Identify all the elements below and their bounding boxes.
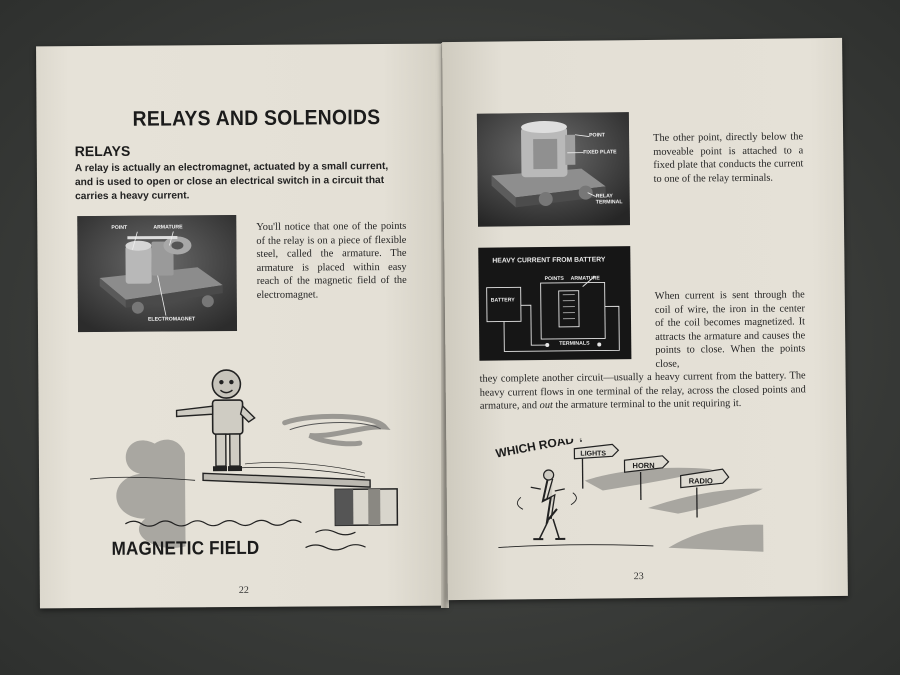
diagram-heading: HEAVY CURRENT FROM BATTERY — [492, 256, 606, 265]
label-relay-terminal: RELAY TERMINAL — [595, 193, 623, 206]
label-armature: ARMATURE — [570, 275, 600, 282]
label-point: POINT — [111, 224, 128, 231]
coil-paragraph-end: the armature terminal to the unit requir… — [552, 398, 742, 412]
label-terminals: TERMINALS — [559, 340, 590, 347]
label-fixed-plate: FIXED PLATE — [583, 149, 617, 156]
page-number-right: 23 — [633, 571, 644, 583]
left-page: RELAYS AND SOLENOIDS RELAYS A relay is a… — [36, 43, 447, 609]
open-booklet: RELAYS AND SOLENOIDS RELAYS A relay is a… — [36, 37, 850, 609]
heavy-current-diagram: HEAVY CURRENT FROM BATTERY BATTERY POINT… — [478, 246, 632, 361]
magnet-man-cartoon — [90, 369, 399, 551]
label-armature: ARMATURE — [153, 224, 183, 231]
coil-paragraph-narrow: When current is sent through the coil of… — [654, 289, 806, 370]
armature-paragraph: You'll notice that one of the points of … — [256, 220, 407, 301]
which-road-text: WHICH ROAD ? — [494, 436, 585, 460]
sign-lights: LIGHTS — [580, 450, 606, 457]
label-electromagnet: ELECTROMAGNET — [147, 316, 196, 323]
which-road-cartoon: WHICH ROAD ? LIGHTS HORN RADIO — [494, 436, 764, 552]
intro-paragraph: A relay is actually an electromagnet, ac… — [74, 160, 389, 203]
fixed-plate-photo: POINT FIXED PLATE RELAY TERMINAL — [476, 112, 631, 227]
magnetic-field-caption: MAGNETIC FIELD — [111, 537, 260, 560]
sign-horn: HORN — [632, 461, 654, 470]
fixed-plate-photo-image — [476, 112, 631, 227]
emphasis-out: out — [539, 400, 553, 412]
page-title: RELAYS AND SOLENOIDS — [132, 106, 381, 131]
coil-paragraph-wide: they complete another circuit—usually a … — [480, 369, 806, 413]
relay-photo: POINT ARMATURE ELECTROMAGNET — [77, 215, 238, 333]
right-page: POINT FIXED PLATE RELAY TERMINAL The oth… — [442, 37, 848, 601]
label-point: POINT — [589, 132, 605, 139]
fixed-plate-paragraph: The other point, directly below the move… — [653, 131, 804, 185]
circuit-schematic — [486, 276, 620, 352]
label-points: POINTS — [544, 275, 564, 283]
page-number-left: 22 — [238, 584, 249, 597]
relay-photo-image — [77, 215, 238, 333]
section-heading: RELAYS — [74, 142, 131, 160]
sign-radio: RADIO — [689, 476, 713, 485]
label-battery: BATTERY — [490, 297, 515, 304]
